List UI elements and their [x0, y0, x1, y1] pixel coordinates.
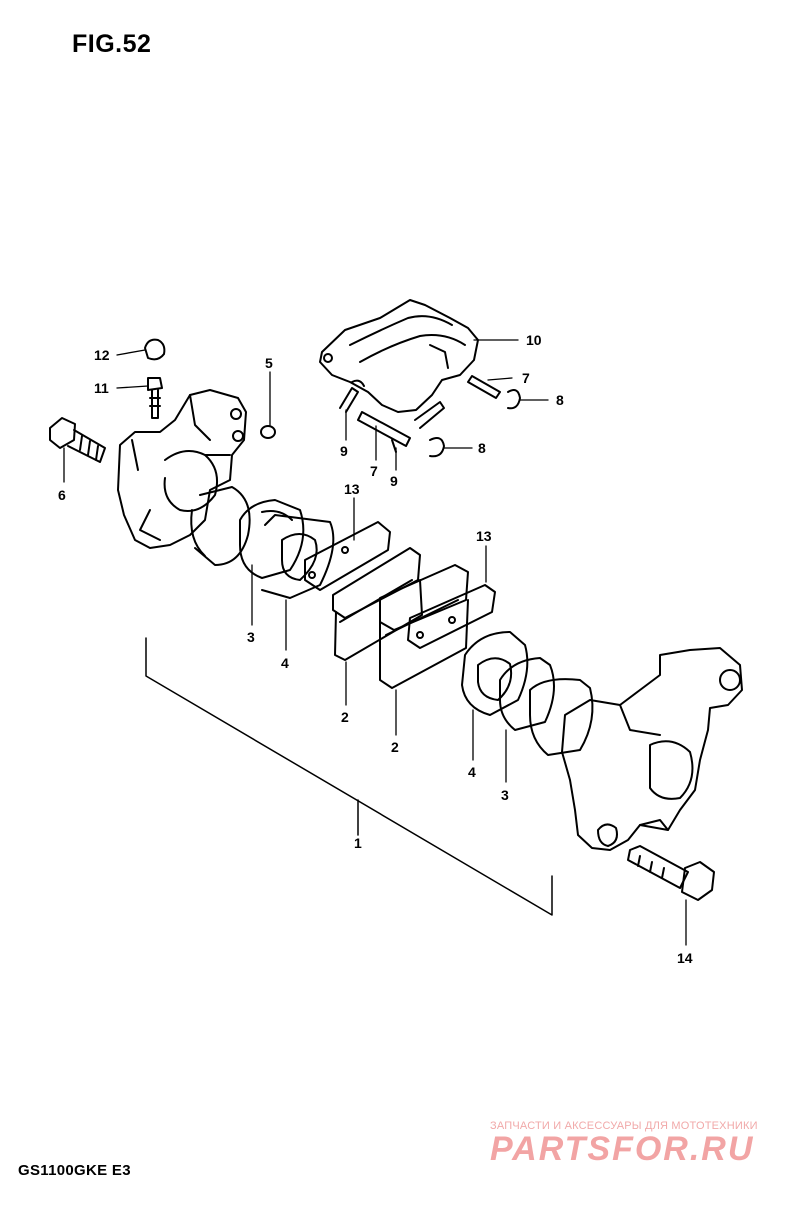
callout-8-lower: 8: [478, 440, 486, 456]
watermark-caption: ЗАПЧАСТИ И АКСЕССУАРЫ ДЛЯ МОТОТЕХНИКИ: [490, 1120, 758, 1132]
callout-13-left: 13: [344, 481, 360, 497]
shim-13-left: [304, 521, 391, 591]
callout-2-left: 2: [341, 709, 349, 725]
bleeder-cap-12: [144, 338, 166, 361]
left-caliper-half: [117, 389, 247, 549]
callout-9-left: 9: [340, 443, 348, 459]
shim-13-right: [407, 584, 496, 649]
watermark-brand: PARTSFOR.RU: [490, 1130, 755, 1168]
left-seal-4: [239, 499, 335, 599]
clip-8-lower: [429, 437, 445, 458]
right-piston-3: [499, 657, 594, 756]
callout-14: 14: [677, 950, 693, 966]
callout-1: 1: [354, 835, 362, 851]
callout-4-right: 4: [468, 764, 476, 780]
callout-7-upper: 7: [522, 370, 530, 386]
pad-2-right: [379, 564, 469, 689]
bolt-14: [627, 845, 715, 901]
spring-pin-9-left: [339, 379, 365, 413]
callout-10: 10: [526, 332, 542, 348]
right-seal-4: [461, 631, 529, 716]
callout-6: 6: [58, 487, 66, 503]
o-ring-5: [260, 425, 276, 439]
callout-7-lower: 7: [370, 463, 378, 479]
leader-lines: [63, 339, 687, 946]
callout-8-upper: 8: [556, 392, 564, 408]
callout-13-right: 13: [476, 528, 492, 544]
pad-cover-10: [319, 299, 479, 413]
assembly-bracket-1: [145, 637, 553, 916]
pad-2-left: [332, 547, 423, 661]
callout-11: 11: [94, 380, 109, 396]
callout-12: 12: [94, 347, 110, 363]
callout-labels: 12 11 5 6 10 7 8 9 7 9 8 13 13 3 4 2 2 4…: [58, 332, 693, 966]
callout-2-right: 2: [391, 739, 399, 755]
spring-pin-9-right: [391, 401, 445, 453]
bolt-6: [49, 417, 106, 463]
callout-5: 5: [265, 355, 273, 371]
callout-3-right: 3: [501, 787, 509, 803]
callout-4-left: 4: [281, 655, 289, 671]
model-code: GS1100GKE E3: [18, 1162, 131, 1179]
bleeder-valve-11: [147, 377, 163, 419]
callout-9-right: 9: [390, 473, 398, 489]
callout-3-left: 3: [247, 629, 255, 645]
left-piston-3: [190, 486, 251, 566]
figure-title: FIG.52: [72, 30, 152, 58]
clip-8-upper: [507, 389, 521, 410]
pad-pin-7-upper: [467, 375, 501, 399]
pad-pin-7-lower: [357, 411, 411, 447]
right-caliper-half: [561, 647, 743, 851]
